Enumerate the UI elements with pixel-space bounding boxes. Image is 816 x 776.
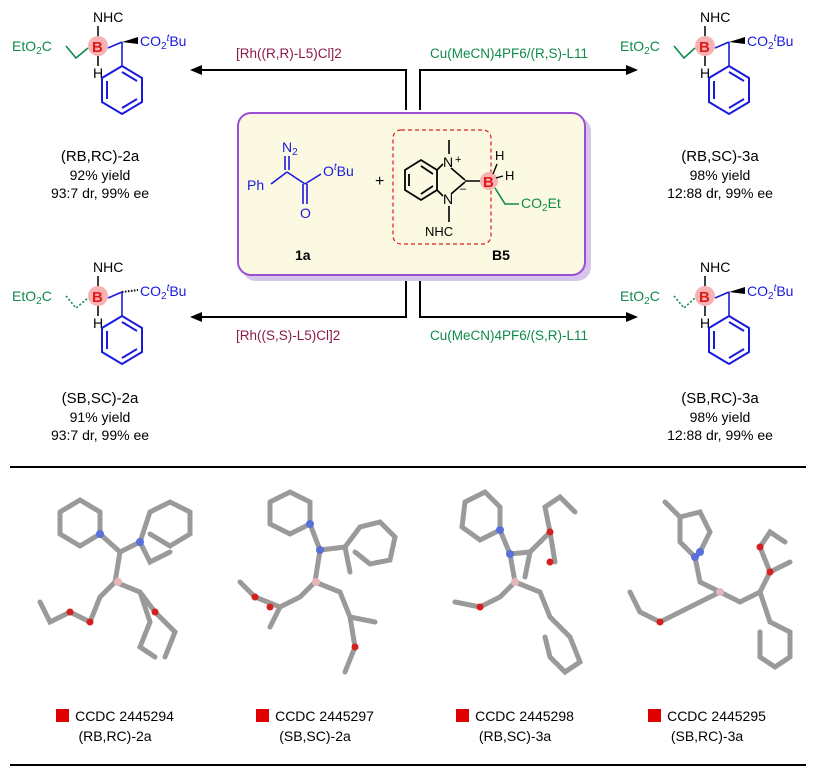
- borane-label: B5: [492, 247, 510, 263]
- caption-SB-RC-3a: (SB,RC)-3a 98% yield 12:88 dr, 99% ee: [640, 390, 800, 444]
- ccdc-entry-1: CCDC 2445294 (RB,RC)-2a: [20, 706, 210, 746]
- svg-text:B: B: [699, 289, 710, 306]
- svg-text:CO2tBu: CO2tBu: [747, 283, 793, 302]
- crystal-structure-2: [237, 489, 398, 675]
- descriptor: (RB,RC)-2a: [60, 148, 140, 165]
- svg-text:Ph: Ph: [247, 177, 264, 193]
- crystal-structure-4-heteroatoms: [656, 543, 774, 626]
- red-square-icon: [56, 709, 70, 722]
- svg-text:EtO2C: EtO2C: [12, 38, 52, 57]
- ccdc-number: CCDC 2445295: [667, 708, 766, 724]
- selectivity: 12:88 dr, 99% ee: [667, 185, 773, 201]
- svg-text:CO2tBu: CO2tBu: [747, 33, 793, 52]
- boron-label: B: [92, 39, 103, 56]
- reaction-arrows: [190, 65, 638, 322]
- svg-text:H: H: [93, 65, 103, 81]
- svg-text:CO2Et: CO2Et: [521, 195, 561, 214]
- ccdc-descriptor: (SB,SC)-2a: [279, 728, 351, 744]
- diazo-label: 1a: [295, 247, 311, 263]
- crystal-structure-3-heteroatoms: [476, 526, 554, 611]
- ccdc-descriptor: (RB,SC)-3a: [478, 728, 552, 744]
- condition-top-right: Cu(MeCN)4PF6/(R,S)-L11: [430, 46, 589, 61]
- svg-text:CO2tBu: CO2tBu: [140, 283, 186, 302]
- yield: 98% yield: [689, 167, 751, 183]
- selectivity: 93:7 dr, 99% ee: [50, 427, 150, 443]
- caption-RB-SC-3a: (RB,SC)-3a 98% yield 12:88 dr, 99% ee: [640, 148, 800, 202]
- svg-text:+: +: [455, 154, 461, 166]
- product-structure-RB-RC-2a: NHC B H EtO2C CO2tBu: [12, 9, 186, 116]
- svg-text:H: H: [505, 168, 514, 183]
- svg-text:H: H: [495, 148, 504, 163]
- ccdc-number: CCDC 2445294: [75, 708, 174, 724]
- svg-text:NHC: NHC: [700, 259, 730, 275]
- svg-text:OtBu: OtBu: [323, 162, 354, 179]
- red-square-icon: [456, 709, 470, 722]
- yield: 92% yield: [69, 167, 131, 183]
- svg-text:EtO2C: EtO2C: [620, 288, 660, 307]
- condition-bottom-right: Cu(MeCN)4PF6/(S,R)-L11: [430, 328, 589, 343]
- svg-text:EtO2C: EtO2C: [620, 38, 660, 57]
- svg-text:NHC: NHC: [93, 259, 123, 275]
- descriptor: (SB,SC)-2a: [61, 390, 139, 407]
- crystal-structure-1-heteroatoms: [66, 530, 159, 626]
- yield: 98% yield: [689, 409, 751, 425]
- svg-text:CO2tBu: CO2tBu: [140, 33, 186, 52]
- crystal-structures: [37, 488, 793, 676]
- svg-text:–: –: [460, 183, 467, 195]
- svg-text:B: B: [699, 39, 710, 56]
- condition-top-left: [Rh((R,R)-L5)Cl]2: [236, 46, 342, 61]
- product-structure-SB-SC-2a: NHC B H EtO2C CO2tBu: [12, 259, 186, 366]
- selectivity: 93:7 dr, 99% ee: [50, 185, 150, 201]
- svg-text:+: +: [375, 173, 384, 190]
- yield: 91% yield: [69, 409, 131, 425]
- svg-text:H: H: [700, 315, 710, 331]
- nhc-dashed-label: NHC: [425, 224, 453, 239]
- ccdc-descriptor: (SB,RC)-3a: [670, 728, 744, 744]
- red-square-icon: [256, 709, 270, 722]
- svg-text:B: B: [92, 289, 103, 306]
- svg-text:O: O: [300, 205, 311, 221]
- svg-text:EtO2C: EtO2C: [12, 288, 52, 307]
- svg-text:B: B: [483, 174, 494, 191]
- selectivity: 12:88 dr, 99% ee: [667, 427, 773, 443]
- svg-text:H: H: [700, 65, 710, 81]
- svg-text:H: H: [93, 315, 103, 331]
- nhc-label: NHC: [93, 9, 123, 25]
- ccdc-number: CCDC 2445297: [275, 708, 374, 724]
- ccdc-entry-4: CCDC 2445295 (SB,RC)-3a: [612, 706, 802, 746]
- descriptor: (RB,SC)-3a: [681, 148, 759, 165]
- divider-bottom: [10, 764, 806, 766]
- caption-RB-RC-2a: (RB,RC)-2a 92% yield 93:7 dr, 99% ee: [30, 148, 170, 202]
- ccdc-entry-3: CCDC 2445298 (RB,SC)-3a: [420, 706, 610, 746]
- product-structure-SB-RC-3a: NHC B H EtO2C CO2tBu: [620, 259, 793, 366]
- crystal-structure-2-heteroatoms: [251, 520, 359, 651]
- ccdc-number: CCDC 2445298: [475, 708, 574, 724]
- product-structure-RB-SC-3a: NHC B H EtO2C CO2tBu: [620, 9, 793, 116]
- reactant-structures: N2 Ph OtBu O 1a + N + N – B H H CO2Et NH…: [247, 129, 561, 263]
- svg-text:N: N: [443, 191, 453, 207]
- condition-bottom-left: [Rh((S,S)-L5)Cl]2: [236, 328, 341, 343]
- crystal-structure-4: [627, 499, 793, 671]
- svg-text:N2: N2: [282, 139, 298, 158]
- svg-text:NHC: NHC: [700, 9, 730, 25]
- ccdc-entry-2: CCDC 2445297 (SB,SC)-2a: [220, 706, 410, 746]
- descriptor: (SB,RC)-3a: [681, 390, 759, 407]
- divider-top: [10, 466, 806, 468]
- caption-SB-SC-2a: (SB,SC)-2a 91% yield 93:7 dr, 99% ee: [30, 390, 170, 444]
- ccdc-descriptor: (RB,RC)-2a: [78, 728, 152, 744]
- svg-text:N: N: [443, 154, 453, 170]
- crystal-structure-1: [37, 497, 193, 660]
- red-square-icon: [648, 709, 662, 722]
